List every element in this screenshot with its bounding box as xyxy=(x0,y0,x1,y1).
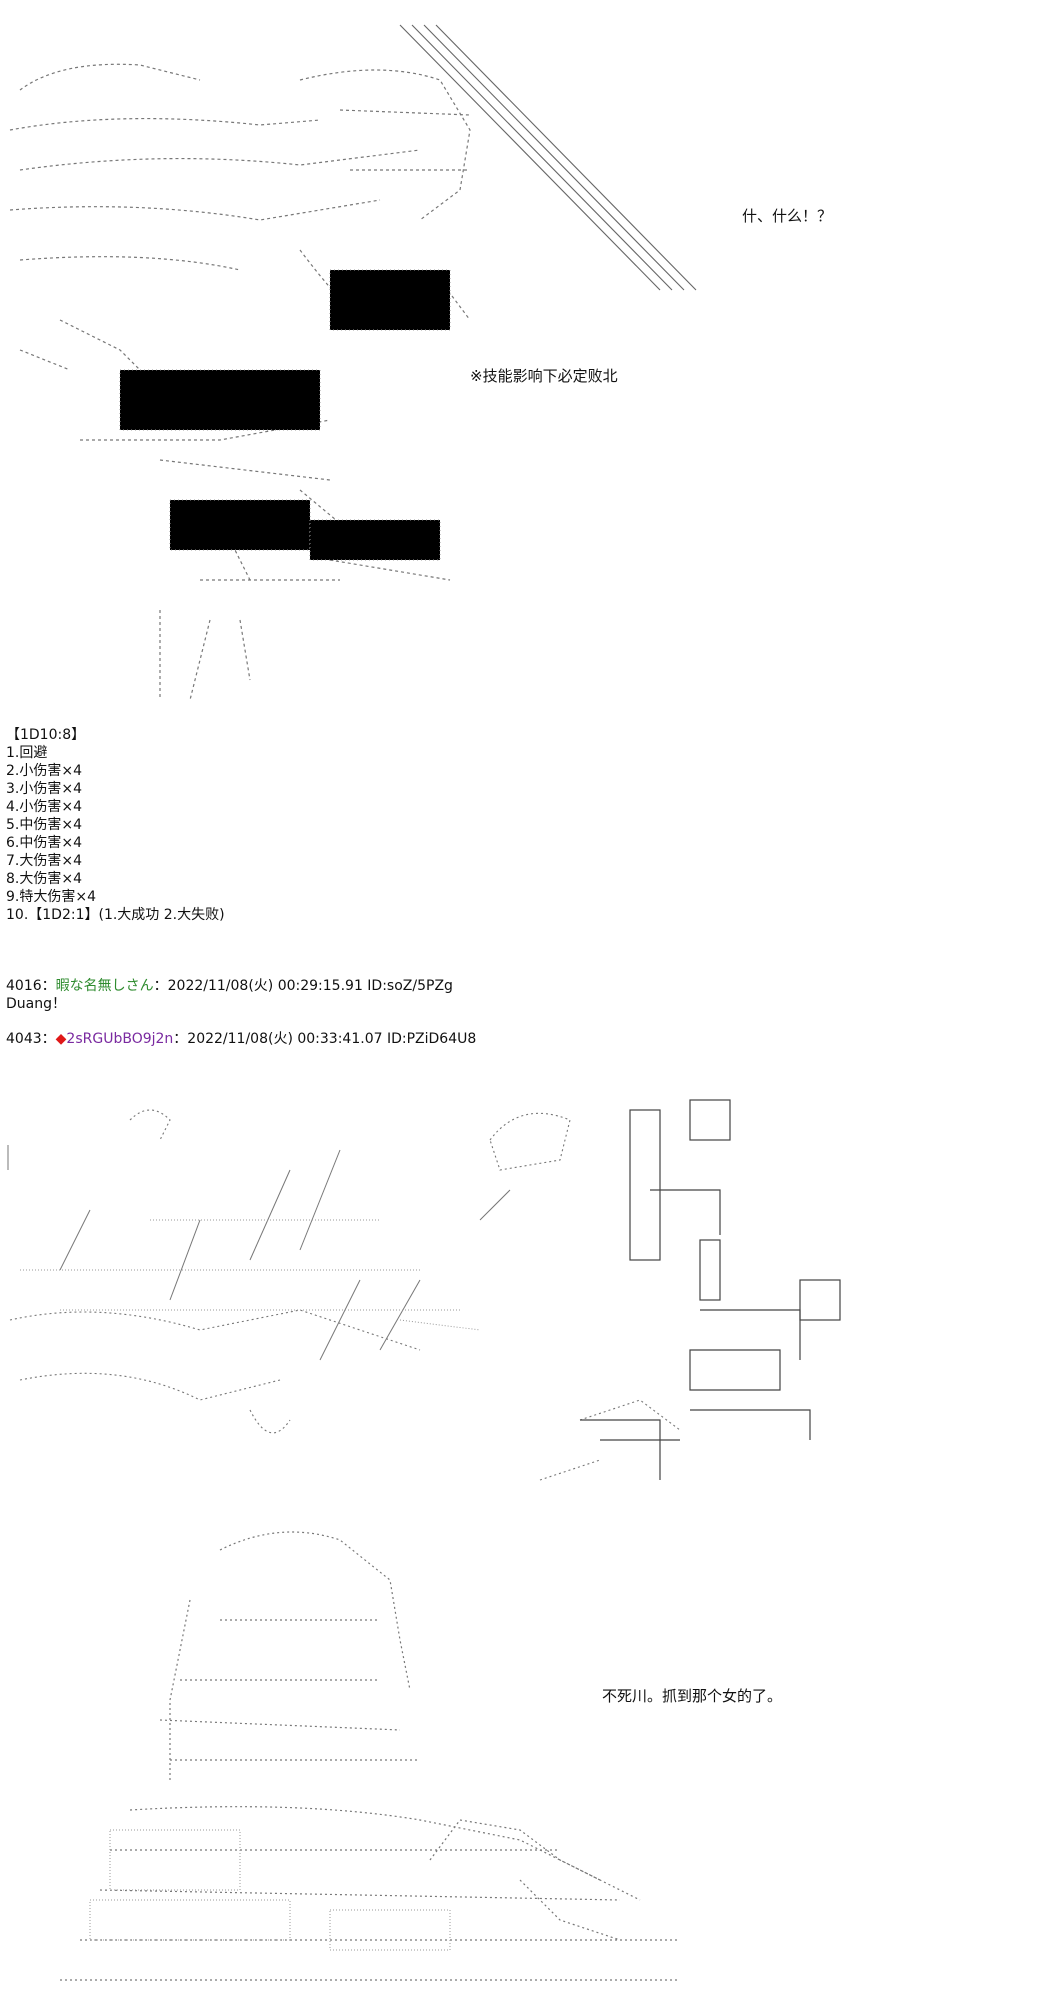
post-4016: 4016：暇な名無しさん：2022/11/08(火) 00:29:15.91 I… xyxy=(6,977,453,1013)
list-item: 5.中伤害×4 xyxy=(6,817,82,833)
post-separator: ： xyxy=(41,1031,56,1047)
list-item: 6.中伤害×4 xyxy=(6,835,82,851)
trip-marker-icon: ◆ xyxy=(55,1031,67,1047)
list-item: 9.特大伤害×4 xyxy=(6,889,96,905)
post-meta: ：2022/11/08(火) 00:29:15.91 ID:soZ/5PZg xyxy=(153,978,453,994)
caption-skill-effect: ※技能影响下必定败北 xyxy=(470,367,618,385)
post-number: 4043 xyxy=(6,1031,42,1047)
post-4043: 4043：◆2sRGUbBO9j2n：2022/11/08(火) 00:33:4… xyxy=(6,1030,476,1048)
list-item: 3.小伤害×4 xyxy=(6,781,82,797)
caption-shinazugawa: 不死川。抓到那个女的了。 xyxy=(602,1687,783,1705)
post-body: Duang！ xyxy=(6,996,66,1012)
roll-header: 【1D10:8】 xyxy=(6,727,86,743)
caption-what: 什、什么！？ xyxy=(742,207,833,225)
post-separator: ： xyxy=(41,978,56,994)
list-item: 1.回避 xyxy=(6,745,48,761)
post-meta: ：2022/11/08(火) 00:33:41.07 ID:PZiD64U8 xyxy=(173,1031,477,1047)
list-item: 10.【1D2:1】(1.大成功 2.大失败) xyxy=(6,907,225,923)
poster-name[interactable]: 2sRGUbBO9j2n xyxy=(66,1031,174,1047)
list-item: 8.大伤害×4 xyxy=(6,871,82,887)
poster-name[interactable]: 暇な名無しさん xyxy=(55,978,154,994)
ascii-art-impact xyxy=(0,1060,860,1490)
ascii-art-cloaked-figure xyxy=(0,1520,720,2000)
roll-result-list: 【1D10:8】 1.回避 2.小伤害×4 3.小伤害×4 4.小伤害×4 5.… xyxy=(6,726,225,924)
list-item: 7.大伤害×4 xyxy=(6,853,82,869)
list-item: 4.小伤害×4 xyxy=(6,799,82,815)
ascii-art-clash xyxy=(0,20,720,720)
list-item: 2.小伤害×4 xyxy=(6,763,82,779)
post-number: 4016 xyxy=(6,978,42,994)
